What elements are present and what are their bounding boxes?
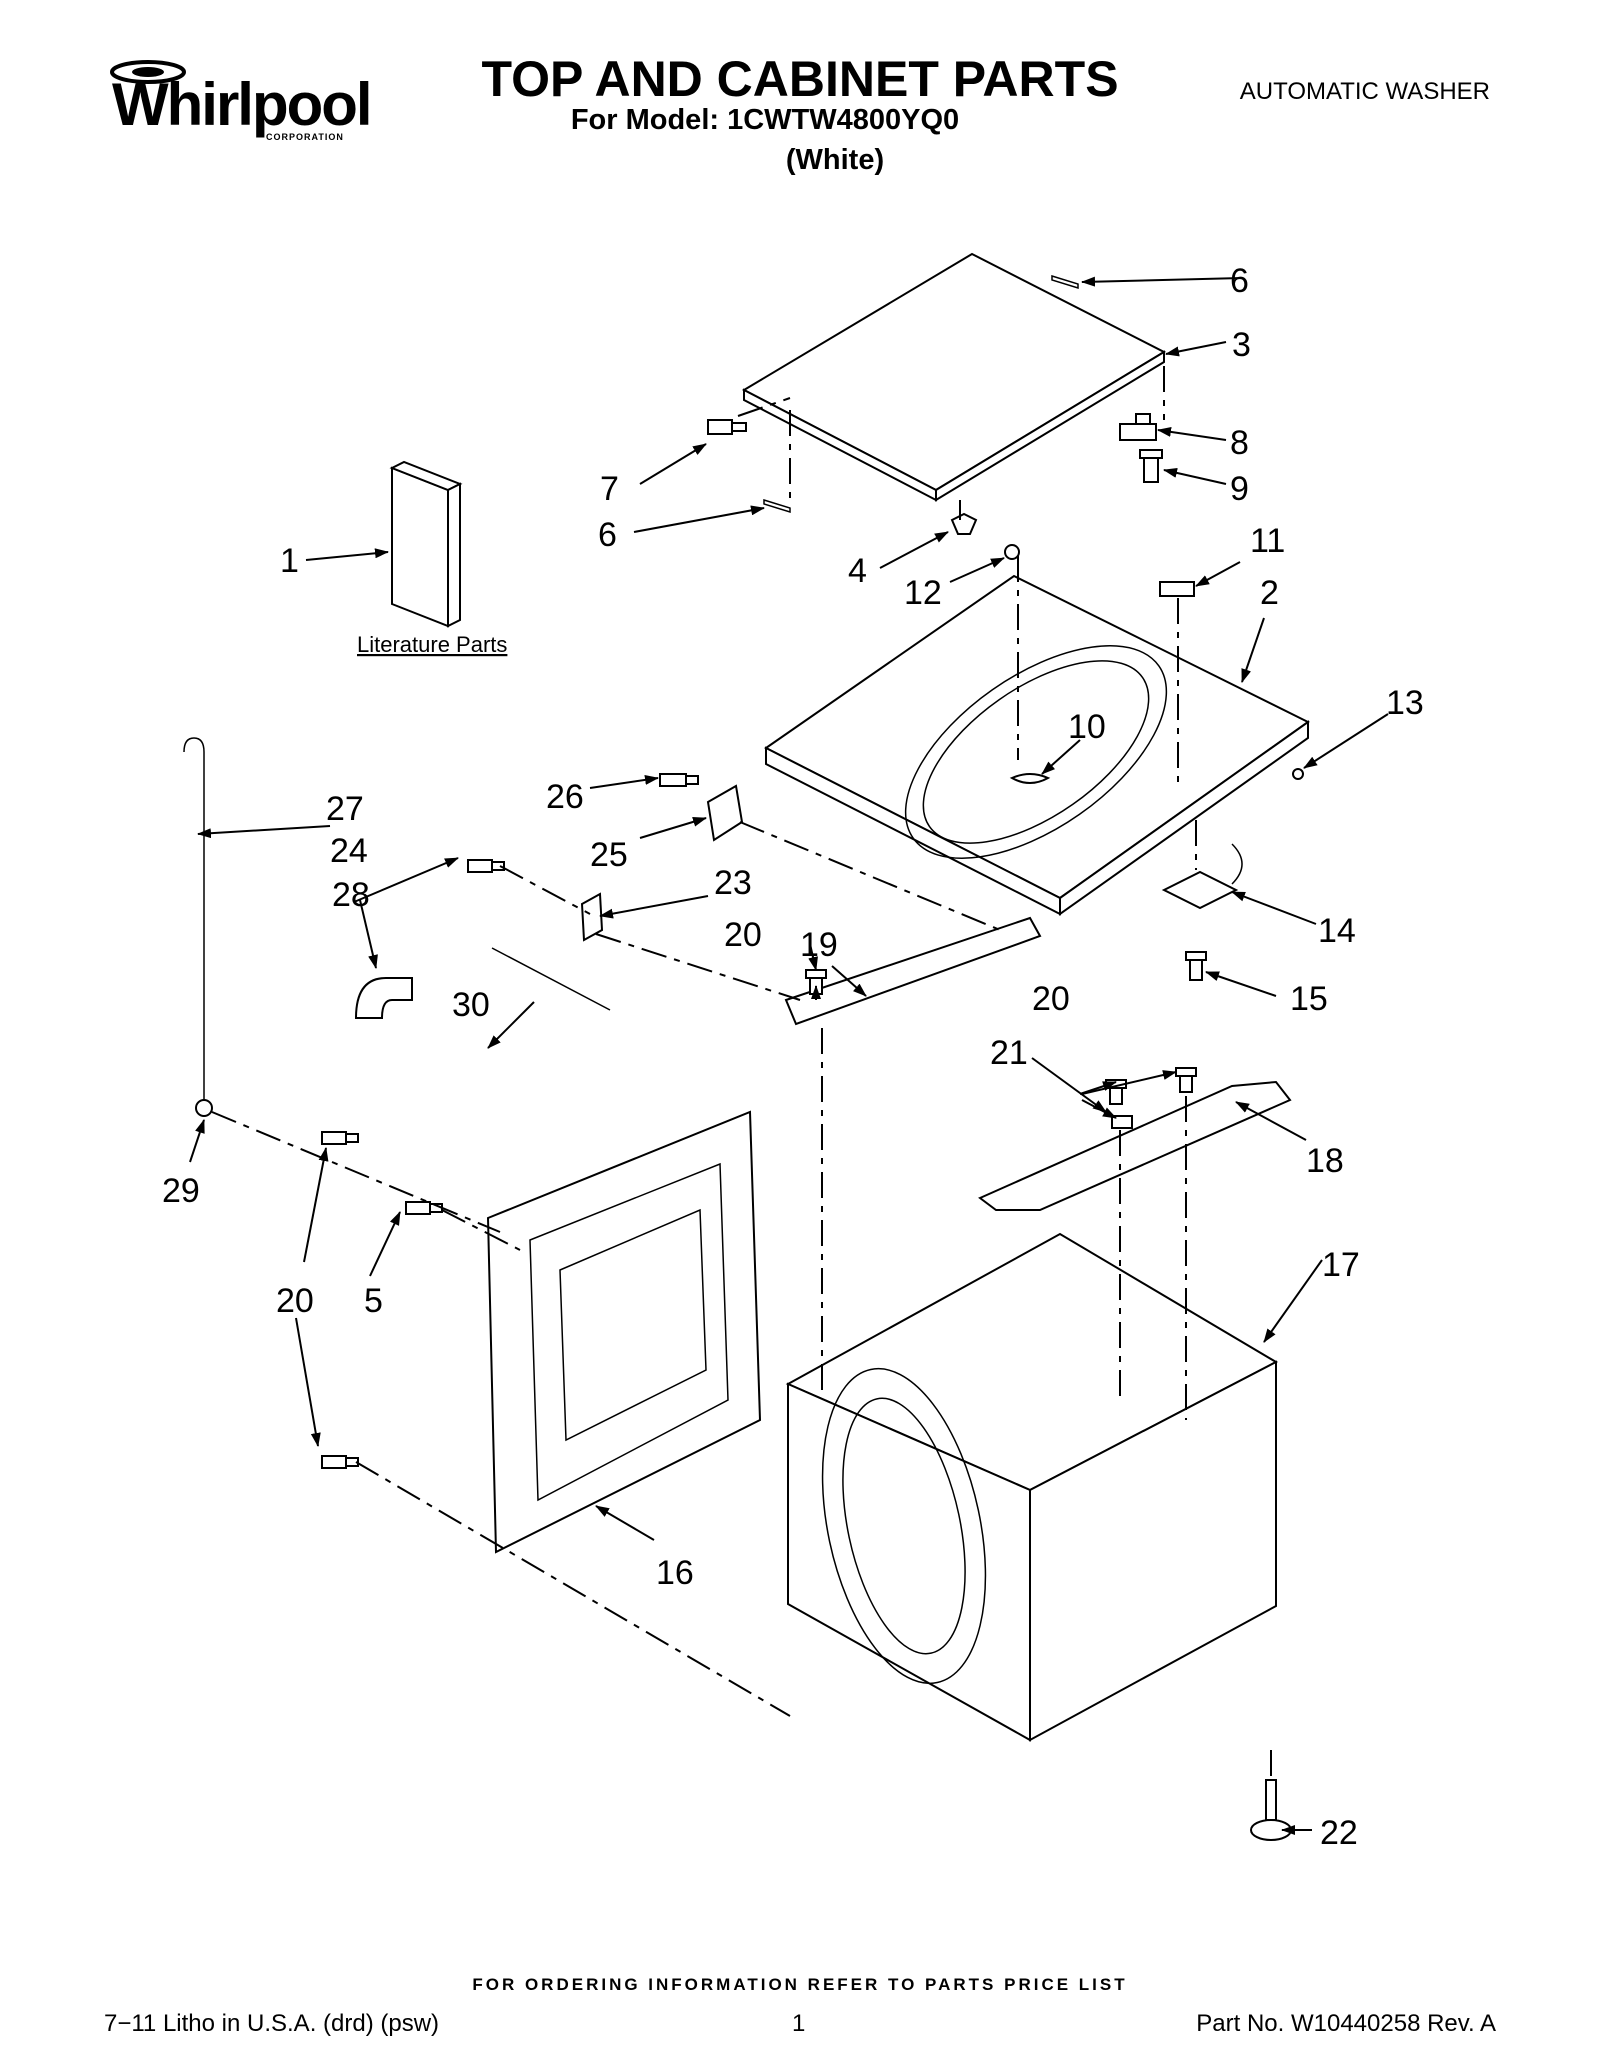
callout-3: 3 <box>1232 326 1251 364</box>
callout-23: 23 <box>714 864 752 902</box>
callout-27: 27 <box>326 790 364 828</box>
front-top-rail <box>784 916 1042 1026</box>
lid-screw <box>707 419 747 435</box>
ordering-note: FOR ORDERING INFORMATION REFER TO PARTS … <box>472 1975 1128 1994</box>
rear-panel-screws <box>321 1131 443 1469</box>
callout-18: 18 <box>1306 1142 1344 1180</box>
bracket-screw-26 <box>659 773 699 787</box>
callout-26: 26 <box>546 778 584 816</box>
callout-8: 8 <box>1230 424 1249 462</box>
hinge-clip-left <box>763 498 791 514</box>
washer-lid <box>741 252 1167 502</box>
washer-top-panel <box>764 574 1310 916</box>
drain-hose <box>183 737 205 1102</box>
drain-hose-elbow <box>354 977 413 1019</box>
callout-30: 30 <box>452 986 490 1024</box>
logo-swirl-icon <box>110 60 186 84</box>
callout-12: 12 <box>904 574 942 612</box>
callout-1: 1 <box>280 542 299 580</box>
model-line: For Model: 1CWTW4800YQ0 <box>570 104 960 136</box>
callout-13: 13 <box>1386 684 1424 722</box>
page-title: TOP AND CABINET PARTS <box>481 51 1119 107</box>
rail-clip <box>1111 1115 1133 1129</box>
assembly-lines <box>211 366 1272 1780</box>
callout-10: 10 <box>1068 708 1106 746</box>
literature-parts-label: Literature Parts <box>357 632 507 657</box>
hinge-screw <box>1139 449 1163 483</box>
callout-16: 16 <box>656 1554 694 1592</box>
callout-7: 7 <box>600 470 619 508</box>
color-line: (White) <box>785 144 885 176</box>
product-type: AUTOMATIC WASHER <box>1239 78 1490 105</box>
part-number: Part No. W10440258 Rev. A <box>1196 2010 1496 2037</box>
callout-19: 19 <box>800 926 838 964</box>
callout-17: 17 <box>1322 1246 1360 1284</box>
callout-24: 24 <box>330 832 368 870</box>
callout-arrows <box>189 276 1389 1835</box>
callout-5: 5 <box>364 1282 383 1320</box>
callout-28: 28 <box>332 876 370 914</box>
top-bracket <box>706 784 744 842</box>
callout-4: 4 <box>848 552 867 590</box>
callout-6-left: 6 <box>598 516 617 554</box>
literature-book <box>389 460 463 628</box>
fabric-softener-cap <box>1009 773 1051 784</box>
lid-switch <box>1161 843 1243 910</box>
screw-24 <box>467 859 505 873</box>
page-number: 1 <box>792 2010 806 2037</box>
callout-20-rear: 20 <box>1032 980 1070 1018</box>
callout-20-panel: 20 <box>276 1282 314 1320</box>
callout-9: 9 <box>1230 470 1249 508</box>
callout-21: 21 <box>990 1034 1028 1072</box>
lid-hinge <box>1119 413 1157 441</box>
rear-panel <box>486 1110 762 1554</box>
rear-top-rail <box>978 1080 1292 1211</box>
callout-2: 2 <box>1260 574 1279 612</box>
callout-14: 14 <box>1318 912 1356 950</box>
callout-15: 15 <box>1290 980 1328 1018</box>
callout-6-top: 6 <box>1230 262 1249 300</box>
callout-29: 29 <box>162 1172 200 1210</box>
callout-22: 22 <box>1320 1814 1358 1852</box>
switch-screw <box>1185 951 1207 981</box>
hinge-clip-top <box>1051 274 1079 290</box>
brand-subtitle: CORPORATION <box>266 132 344 142</box>
lid-switch-actuator <box>1159 581 1195 597</box>
callout-25: 25 <box>590 836 628 874</box>
cable-tie <box>491 947 611 1011</box>
top-plug <box>1004 544 1020 560</box>
callout-11: 11 <box>1250 522 1285 560</box>
hose-clamp <box>195 1099 213 1117</box>
washer-cabinet <box>785 1232 1279 1742</box>
litho-line: 7−11 Litho in U.S.A. (drd) (psw) <box>104 2010 440 2037</box>
top-clip <box>1292 768 1304 780</box>
callout-20-rail: 20 <box>724 916 762 954</box>
bracket-clip <box>580 892 604 942</box>
lid-bumper <box>950 512 978 535</box>
